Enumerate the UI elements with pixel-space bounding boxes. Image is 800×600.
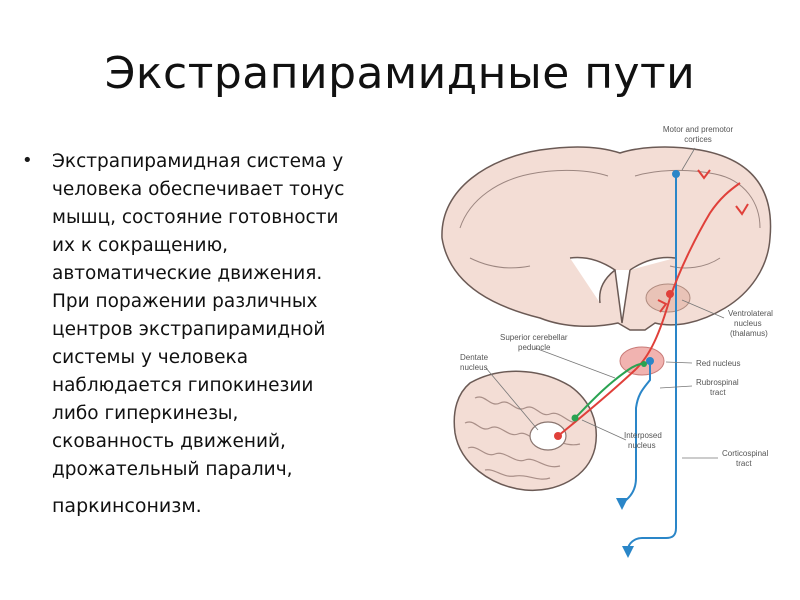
cerebellum-folia	[464, 396, 581, 480]
bullet-line: При поражении различных	[52, 291, 318, 312]
leader-red-nucleus	[665, 361, 693, 364]
cortex-inner-folds	[459, 169, 761, 269]
brain-section	[441, 146, 772, 331]
rubrospinal-origin	[646, 357, 654, 365]
label-interposed-line1: Interposed	[624, 431, 662, 440]
label-ventrolateral-line1: Ventrolateral	[728, 309, 773, 318]
bullet-line: автоматические движения.	[52, 263, 323, 284]
figure-labels: Motor and premotor cortices Ventrolatera…	[460, 125, 773, 468]
label-dentate-line2: nucleus	[460, 363, 488, 372]
label-ventrolateral-line3: (thalamus)	[730, 329, 768, 338]
dentate-origin	[554, 432, 562, 440]
thalamus-relay	[666, 290, 674, 298]
label-motor-cortices-line2: cortices	[684, 135, 712, 144]
cortex-terminal-2	[735, 203, 749, 216]
label-corticospinal-line1: Corticospinal	[722, 449, 768, 458]
label-superior-cerebellar-line2: peduncle	[518, 343, 551, 352]
bullet-line: мышц, состояние готовности	[52, 207, 339, 228]
label-interposed-line2: nucleus	[628, 441, 656, 450]
leader-lines	[485, 147, 725, 459]
bullet-line: системы у человека	[52, 347, 249, 368]
pathways	[554, 169, 749, 558]
bullet-list: • Экстрапирамидная система у человека об…	[22, 148, 432, 520]
red-nucleus-terminal	[641, 361, 647, 367]
bullet-line: паркинсонизм.	[52, 495, 202, 517]
thalamus	[645, 283, 691, 313]
label-motor-cortices-line1: Motor and premotor	[663, 125, 734, 134]
interposed-pathway	[574, 362, 646, 419]
slide-title: Экстрапирамидные пути	[104, 48, 696, 99]
leader-interposed	[581, 419, 627, 441]
cortex-terminal-3	[657, 299, 668, 313]
dentatothalamic-pathway	[557, 182, 741, 437]
bullet-line: дрожательный паралич,	[52, 459, 293, 480]
corticospinal-arrowhead	[622, 546, 634, 558]
bullet-line: скованность движений,	[52, 431, 286, 452]
cerebellum	[453, 370, 597, 492]
dentate-nucleus	[529, 421, 567, 451]
label-dentate-line1: Dentate	[460, 353, 489, 362]
rubrospinal-arrowhead	[616, 498, 628, 510]
leader-superior-cerebellar	[534, 347, 616, 379]
bullet-line: центров экстрапирамидной	[52, 319, 326, 340]
label-red-nucleus: Red nucleus	[696, 359, 740, 368]
leader-rubrospinal	[659, 385, 693, 389]
label-rubrospinal-line1: Rubrospinal	[696, 378, 739, 387]
corticospinal-pathway	[627, 174, 677, 556]
cortex-terminal-1	[697, 169, 711, 180]
bullet-line: Экстрапирамидная система у	[52, 151, 344, 172]
corticospinal-origin	[672, 170, 680, 178]
rubrospinal-pathway	[621, 361, 651, 504]
leader-ventrolateral	[681, 299, 725, 319]
leader-motor	[681, 147, 696, 171]
bullet-line: человека обеспечивает тонус	[52, 179, 345, 200]
ventricles	[569, 256, 676, 324]
interposed-origin	[571, 414, 579, 422]
label-superior-cerebellar-line1: Superior cerebellar	[500, 333, 568, 342]
bullet-marker: •	[22, 150, 33, 171]
label-ventrolateral-line2: nucleus	[734, 319, 762, 328]
bullet-line: наблюдается гипокинезии	[52, 375, 314, 396]
cortex-outline	[441, 146, 772, 331]
leader-dentate	[485, 367, 539, 431]
pathways-diagram: Motor and premotor cortices Ventrolatera…	[441, 125, 773, 558]
label-corticospinal-line2: tract	[736, 459, 752, 468]
extrapyramidal-pathways-figure: Motor and premotor cortices Ventrolatera…	[430, 118, 800, 568]
bullet-line: их к сокращению,	[52, 235, 229, 256]
cerebellum-outline	[453, 370, 597, 492]
label-rubrospinal-line2: tract	[710, 388, 726, 397]
bullet-line: либо гиперкинезы,	[52, 403, 239, 424]
bullet-item: Экстрапирамидная система у человека обес…	[52, 148, 432, 520]
